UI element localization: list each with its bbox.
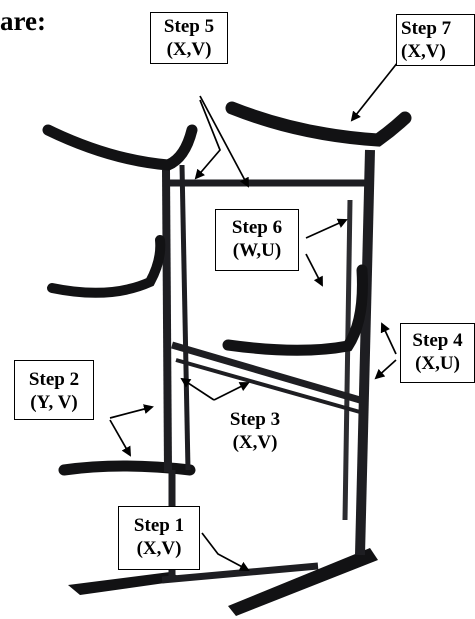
arrow-step5-b	[199, 95, 249, 188]
step3-callout: Step 3 (X,V)	[214, 406, 296, 466]
step2-title: Step 2	[28, 369, 80, 390]
top-arm-right	[225, 101, 412, 147]
mid-arm-left	[47, 235, 166, 298]
step4-title: Step 4	[412, 330, 463, 351]
arrow-step7	[350, 61, 399, 122]
right-post	[355, 149, 375, 556]
arrow-step6-b	[305, 253, 323, 287]
right-post-rear	[342, 199, 353, 521]
step6-callout: Step 6 (W,U)	[215, 209, 299, 271]
step3-pair: (X,V)	[232, 432, 278, 453]
arrow-step6-a	[305, 218, 348, 239]
step4-callout: Step 4 (X,U)	[400, 323, 475, 383]
base-bar-right	[228, 548, 378, 616]
step5-pair: (X,V)	[166, 39, 212, 60]
arrow-step4-b	[374, 359, 397, 380]
arrow-step1	[201, 532, 250, 571]
top-arm-left	[42, 124, 198, 171]
bottom-arm-left	[58, 460, 196, 476]
step2-pair: (Y, V)	[30, 392, 78, 413]
arrow-step3-a	[180, 377, 215, 401]
mid-arm-right	[222, 264, 368, 356]
middle-crossbar	[171, 341, 361, 404]
step1-pair: (X,V)	[136, 538, 182, 559]
step4-pair: (X,U)	[415, 353, 460, 374]
step7-callout: Step 7 (X,V)	[396, 14, 475, 66]
step1-title: Step 1	[133, 515, 185, 536]
arrow-step5-a	[194, 99, 221, 180]
step5-callout: Step 5 (X,V)	[150, 12, 228, 64]
left-post-rear	[179, 164, 191, 471]
left-post-front	[162, 169, 172, 473]
step6-pair: (W,U)	[232, 240, 282, 261]
step3-title: Step 3	[229, 409, 281, 430]
middle-crossbar-lower	[175, 358, 361, 414]
step5-title: Step 5	[163, 16, 215, 37]
step7-title: Step 7	[401, 18, 452, 39]
step6-title: Step 6	[231, 217, 283, 238]
arrow-step2-a	[109, 404, 154, 419]
step1-callout: Step 1 (X,V)	[118, 506, 200, 570]
arrow-step3-b	[213, 382, 250, 401]
base-rail	[161, 562, 319, 584]
step2-callout: Step 2 (Y, V)	[14, 360, 94, 420]
step7-pair: (X,V)	[401, 41, 446, 62]
arrow-step4-a	[380, 322, 397, 355]
heading-text: are:	[0, 6, 46, 36]
base-bar-left	[68, 572, 186, 595]
arrow-step2-b	[109, 419, 131, 457]
